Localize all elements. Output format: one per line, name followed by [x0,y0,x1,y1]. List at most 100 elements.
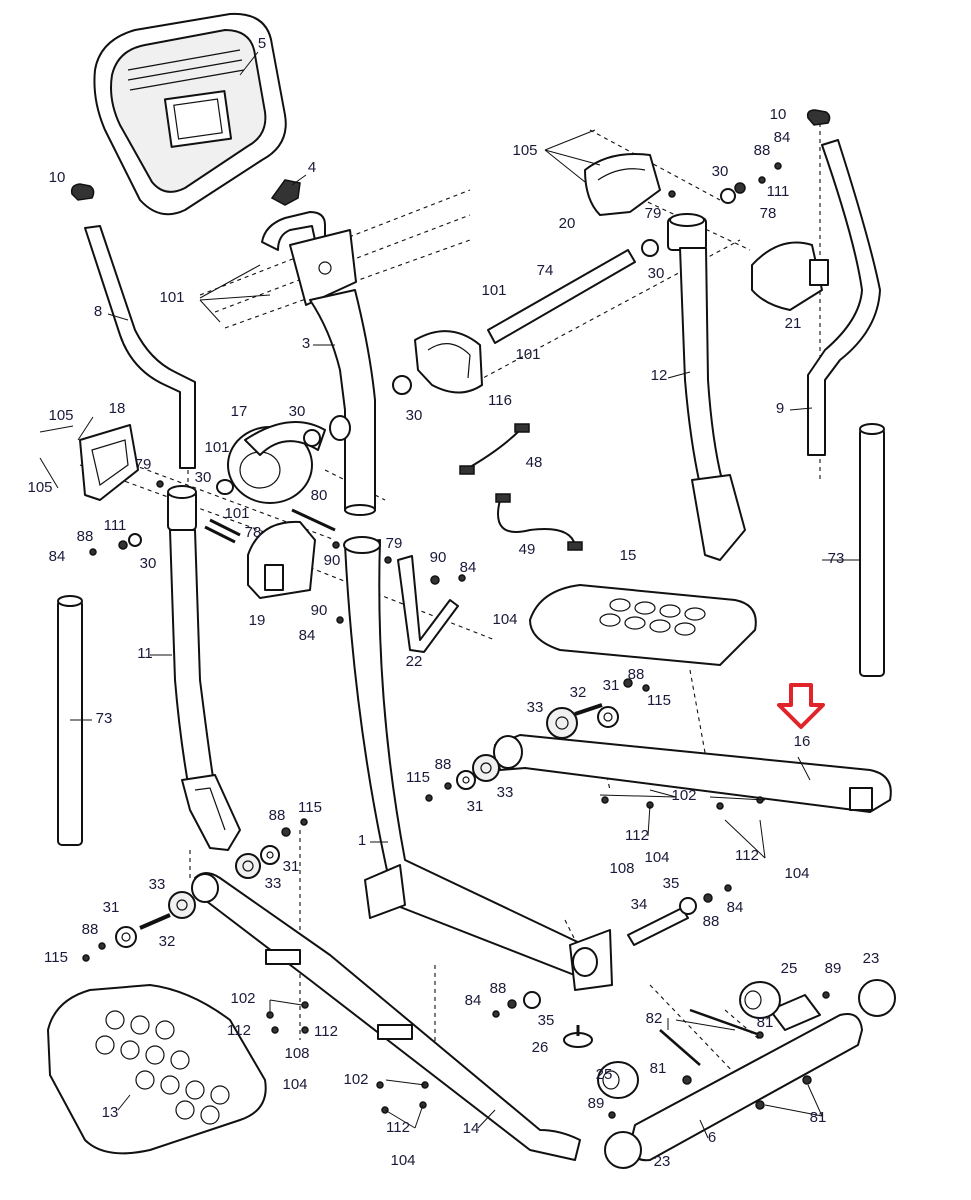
part-label-lbl-23-b: 23 [654,1153,671,1170]
part-label-lbl-23-a: 23 [863,950,880,967]
part-label-lbl-101-a: 101 [159,289,184,306]
part-label-lbl-81-a: 81 [757,1014,774,1031]
bushing-part-30-e [641,239,659,257]
part-label-lbl-33-a: 33 [527,699,544,716]
part-label-lbl-33-b: 33 [497,784,514,801]
part-label-lbl-102-b: 102 [230,990,255,1007]
highlight-arrow-icon [777,683,825,729]
part-label-lbl-31-d: 31 [103,899,120,916]
wheel-part-33-b [472,754,500,782]
part-label-lbl-30-d: 30 [712,163,729,180]
right-upper-arm-part-9 [807,139,881,456]
tube-part-73-right [859,423,885,677]
part-label-lbl-20: 20 [559,215,576,232]
part-label-lbl-48: 48 [526,454,543,471]
part-label-lbl-108-b: 108 [284,1045,309,1062]
pedal-part-13 [47,984,267,1155]
part-label-lbl-104-a: 104 [492,611,517,628]
part-label-lbl-88-h: 88 [490,980,507,997]
part-label-lbl-17: 17 [231,403,248,420]
part-label-lbl-84-a: 84 [49,548,66,565]
part-label-lbl-3: 3 [302,335,310,352]
wheel-part-31-d [115,926,137,948]
part-label-lbl-105-top: 105 [512,142,537,159]
part-label-lbl-14: 14 [463,1120,480,1137]
part-label-lbl-112-d: 112 [314,1023,338,1040]
right-arm-part-12 [667,213,746,561]
part-label-lbl-111-b: 111 [767,183,790,200]
axle-part-32-b [139,913,171,930]
part-label-lbl-35-b: 35 [538,1012,555,1029]
part-label-lbl-74: 74 [537,262,554,279]
part-label-lbl-16: 16 [794,733,811,750]
part-label-lbl-21: 21 [785,315,802,332]
part-label-lbl-9: 9 [776,400,784,417]
part-label-lbl-111-a: 111 [104,517,127,534]
part-label-lbl-84-f: 84 [465,992,482,1009]
part-label-lbl-84-d: 84 [774,129,791,146]
part-label-lbl-104-c: 104 [784,865,809,882]
part-label-lbl-112-b: 112 [735,847,759,864]
console-part-5 [93,12,287,216]
part-label-lbl-115-b: 115 [406,769,430,786]
part-label-lbl-10-left: 10 [49,169,66,186]
part-label-lbl-30-f: 30 [406,407,423,424]
axle-part-34 [627,907,689,946]
part-label-lbl-101-d: 101 [481,282,506,299]
part-label-lbl-13: 13 [102,1104,119,1121]
part-label-lbl-1: 1 [358,832,366,849]
part-label-lbl-115-c: 115 [298,799,322,816]
bushing-part-30-a [303,415,351,447]
part-label-lbl-25-a: 25 [781,960,798,977]
part-label-lbl-101-e: 101 [515,346,540,363]
part-label-lbl-81-c: 81 [810,1109,827,1126]
part-label-lbl-35-a: 35 [663,875,680,892]
bushing-part-35-b [523,991,541,1009]
part-label-lbl-79-a: 79 [135,456,152,473]
part-label-lbl-115-a: 115 [647,692,671,709]
part-label-lbl-80: 80 [311,487,328,504]
part-label-lbl-90-c: 90 [430,549,447,566]
part-label-lbl-84-b: 84 [299,627,316,644]
bracket-part-4 [270,179,301,206]
part-label-lbl-8: 8 [94,303,102,320]
cap-part-10-left [70,183,95,201]
part-label-lbl-108-a: 108 [609,860,634,877]
wheel-part-33-d [168,891,196,919]
part-label-lbl-78-b: 78 [760,205,777,222]
part-label-lbl-105-bl: 105 [27,479,52,496]
part-label-lbl-6: 6 [708,1129,716,1146]
part-label-lbl-112-a: 112 [625,827,649,844]
main-frame-part-1 [343,536,613,991]
part-label-lbl-101-c: 101 [224,505,249,522]
part-label-lbl-73-right: 73 [828,550,845,567]
part-label-lbl-11: 11 [137,645,153,662]
wheel-part-25-b [597,1061,639,1099]
part-label-lbl-88-a: 88 [77,528,94,545]
part-label-lbl-4: 4 [308,159,316,176]
axle-part-74 [487,249,636,344]
part-label-lbl-89-a: 89 [825,960,842,977]
bushing-part-30-d [720,188,736,204]
part-label-lbl-18: 18 [109,400,126,417]
cap-part-23-a [858,979,896,1017]
part-label-lbl-12: 12 [651,367,668,384]
part-label-lbl-88-b: 88 [754,142,771,159]
part-label-lbl-116: 116 [488,392,512,409]
fasteners [82,162,830,1119]
part-label-lbl-10-right: 10 [770,106,787,123]
part-label-lbl-88-d: 88 [435,756,452,773]
part-label-lbl-90-a: 90 [324,552,341,569]
part-label-lbl-31-c: 31 [283,858,300,875]
part-label-lbl-30-e: 30 [648,265,665,282]
part-label-lbl-104-e: 104 [390,1152,415,1169]
part-label-lbl-15: 15 [620,547,637,564]
part-label-lbl-30-c: 30 [140,555,157,572]
wheel-part-31-a [597,706,619,728]
cap-part-10-right [806,109,831,126]
stabilizer-part-6 [629,994,863,1162]
part-label-lbl-79-b: 79 [386,535,403,552]
pedal-arm-part-14 [191,872,581,1161]
wheel-part-31-c [260,845,280,865]
